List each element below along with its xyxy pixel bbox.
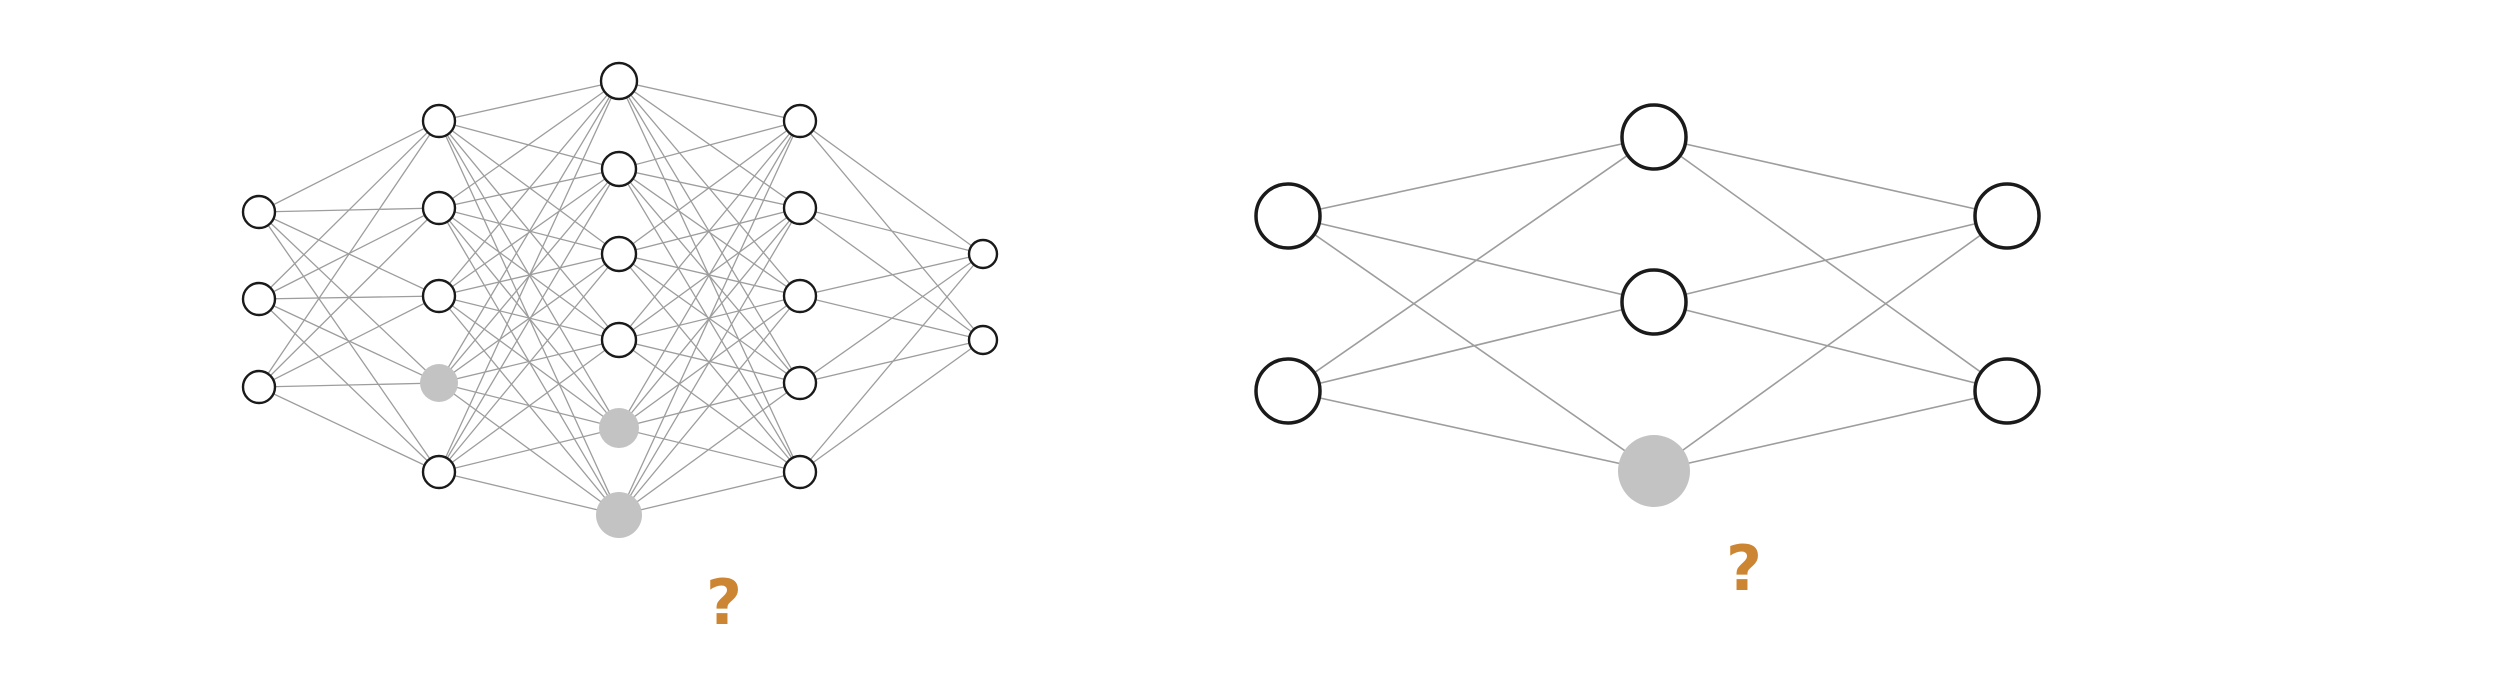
network-edge: [618, 120, 801, 255]
network-edge: [618, 80, 801, 122]
network-node: [241, 281, 277, 317]
network-node: [782, 190, 818, 226]
network-edge: [438, 427, 620, 473]
network-node: [1620, 268, 1688, 336]
network-node: [782, 278, 818, 314]
network-edge: [618, 207, 801, 516]
network-edge: [1653, 136, 2008, 217]
dropped-node: [596, 492, 642, 538]
network-node: [1973, 357, 2041, 425]
network-edge: [438, 253, 620, 473]
network-edge: [618, 120, 801, 516]
network-edge: [1653, 301, 2008, 392]
network-edge: [438, 80, 620, 209]
network-edge: [438, 471, 620, 516]
network-edge: [1653, 215, 2008, 472]
network-edge: [1287, 215, 1655, 472]
dropped-node: [599, 408, 639, 448]
network-edge: [618, 120, 801, 170]
network-edge: [258, 120, 440, 300]
network-edge: [438, 80, 620, 297]
network-small-network: [1254, 103, 2041, 507]
network-edge: [1287, 301, 1655, 392]
network-edge: [799, 207, 984, 341]
network-edge: [799, 253, 984, 384]
network-edge: [438, 382, 620, 516]
network-edge: [258, 386, 440, 473]
question-mark-small-network: ?: [1726, 532, 1762, 605]
network-edge: [799, 339, 984, 473]
network-node: [1254, 357, 1322, 425]
network-edge: [258, 382, 440, 388]
network-edge: [618, 120, 801, 341]
network-edge: [618, 168, 801, 473]
network-node: [1254, 182, 1322, 250]
network-edge: [618, 471, 801, 516]
network-edge: [799, 120, 984, 255]
network-edge: [438, 80, 620, 122]
network-edge: [618, 168, 801, 297]
network-full-network: [241, 61, 999, 538]
network-edge: [799, 207, 984, 255]
network-edge: [618, 168, 801, 209]
network-node: [600, 235, 638, 273]
network-edge: [438, 207, 620, 341]
network-edge: [1287, 215, 1655, 303]
network-node: [782, 103, 818, 139]
network-node: [1620, 103, 1688, 171]
network-edge: [438, 339, 620, 384]
question-mark-full-network: ?: [706, 566, 742, 639]
network-edge: [618, 253, 801, 473]
network-edge: [438, 253, 620, 384]
network-node: [421, 454, 457, 490]
network-edge: [799, 339, 984, 384]
dropped-node: [1618, 435, 1690, 507]
network-edge: [1287, 136, 1655, 217]
network-edge: [799, 253, 984, 473]
network-edge: [1653, 136, 2008, 392]
network-edge: [438, 80, 620, 384]
network-node: [421, 190, 457, 226]
network-node: [241, 369, 277, 405]
network-edge: [258, 120, 440, 388]
network-node: [782, 365, 818, 401]
network-edge: [618, 120, 801, 429]
network-node: [967, 324, 999, 356]
dropped-node: [420, 364, 458, 402]
network-edge: [258, 120, 440, 213]
network-node: [241, 194, 277, 230]
network-edge: [438, 80, 620, 473]
network-edge: [1653, 390, 2008, 472]
network-node: [782, 454, 818, 490]
network-edge: [438, 339, 620, 473]
network-node: [599, 61, 639, 101]
network-edge: [438, 168, 620, 473]
network-node: [1973, 182, 2041, 250]
network-edge: [1287, 390, 1655, 472]
network-node: [421, 278, 457, 314]
network-node: [967, 238, 999, 270]
network-edge: [258, 295, 440, 388]
network-edge: [618, 295, 801, 516]
network-edge: [618, 382, 801, 516]
network-edge: [618, 168, 801, 384]
network-edge: [799, 253, 984, 297]
network-node: [600, 321, 638, 359]
network-edge: [1287, 136, 1655, 392]
network-edge: [258, 207, 440, 388]
network-node: [600, 150, 638, 188]
network-edge: [1653, 215, 2008, 303]
network-edge: [618, 427, 801, 473]
network-node: [421, 103, 457, 139]
